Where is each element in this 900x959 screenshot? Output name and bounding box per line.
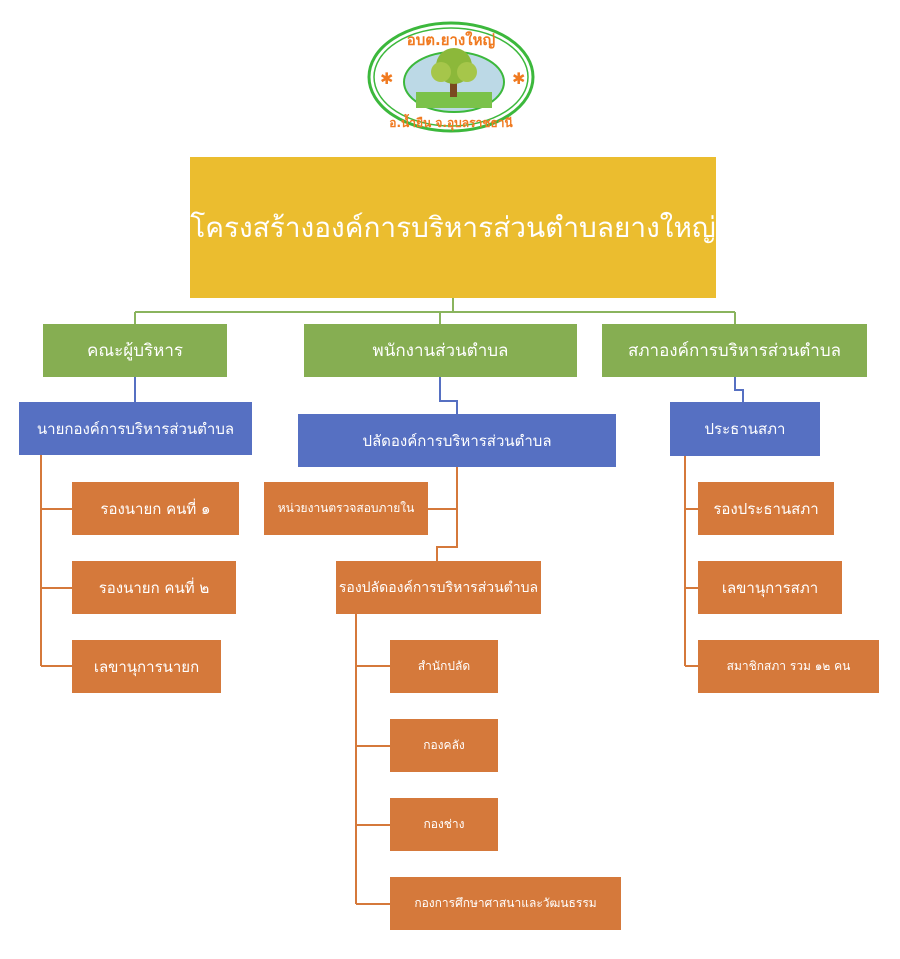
unit-council-vice-president: รองประธานสภา	[698, 482, 834, 535]
group-council: สภาองค์การบริหารส่วนตำบล	[602, 324, 867, 377]
svg-text:✱: ✱	[512, 69, 525, 88]
group-executives: คณะผู้บริหาร	[43, 324, 227, 377]
unit-internal-audit: หน่วยงานตรวจสอบภายใน	[264, 482, 428, 535]
unit-deputy-chief: รองปลัดองค์การบริหารส่วนตำบล	[336, 561, 541, 614]
unit-office-of-chief: สำนักปลัด	[390, 640, 498, 693]
unit-council-secretary: เลขานุการสภา	[698, 561, 842, 614]
unit-engineering: กองช่าง	[390, 798, 498, 851]
head-council-president: ประธานสภา	[670, 402, 820, 456]
logo-bottom-text: อ.น้ำยืน จ.อุบลราชธานี	[389, 113, 513, 131]
unit-deputy-mayor-2: รองนายก คนที่ ๒	[72, 561, 236, 614]
unit-council-members: สมาชิกสภา รวม ๑๒ คน	[698, 640, 879, 693]
chart-title: โครงสร้างองค์การบริหารส่วนตำบลยางใหญ่	[190, 157, 716, 298]
head-chief-administrator: ปลัดองค์การบริหารส่วนตำบล	[298, 414, 616, 467]
unit-mayor-secretary: เลขานุการนายก	[72, 640, 221, 693]
head-mayor: นายกองค์การบริหารส่วนตำบล	[19, 402, 252, 455]
unit-finance: กองคลัง	[390, 719, 498, 772]
logo: ✱ ✱ อบต.ยางใหญ่ อ.น้ำยืน จ.อุบลราชธานี	[367, 21, 535, 133]
group-staff: พนักงานส่วนตำบล	[304, 324, 577, 377]
svg-text:✱: ✱	[380, 69, 393, 88]
unit-deputy-mayor-1: รองนายก คนที่ ๑	[72, 482, 239, 535]
logo-top-text: อบต.ยางใหญ่	[407, 31, 496, 49]
unit-education: กองการศึกษาศาสนาและวัฒนธรรม	[390, 877, 621, 930]
